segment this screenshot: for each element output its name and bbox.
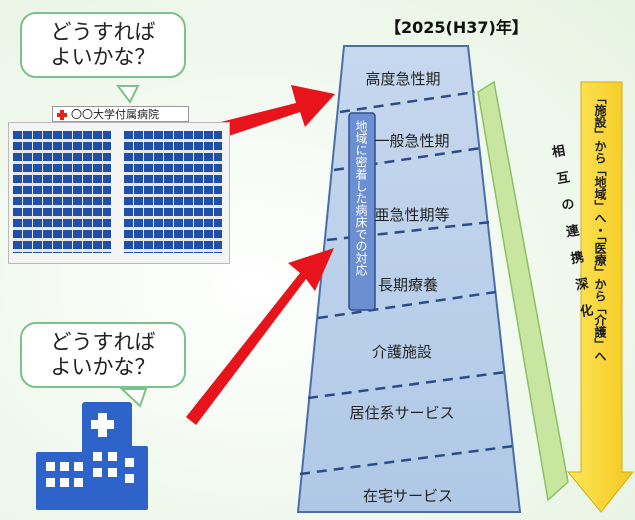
layer-label: 長期療養: [377, 276, 438, 294]
cooperation-band: [477, 80, 569, 502]
bubble-top-line2: よいかな？: [50, 45, 156, 69]
layer-label: 亜急性期等: [374, 206, 450, 224]
shift-text: 「施設」から「地域」へ・「医療」から「介護」へ: [593, 92, 607, 362]
layer-label: 在宅サービス: [362, 487, 453, 505]
layer-label: 居住系サービス: [349, 404, 455, 422]
layer-label: 介護施設: [371, 343, 432, 361]
bubble-top-line1: どうすれば: [50, 20, 156, 44]
clinic-icon: [36, 402, 148, 510]
university-hospital-building: [8, 122, 230, 264]
building-windows-right: [124, 131, 222, 253]
bubble-bottom-line1: どうすれば: [50, 330, 156, 354]
regional-beds-text: 地域に密着した病床での対応: [354, 120, 368, 276]
bubble-tail-top: [116, 85, 140, 104]
red-arrow-lower: [186, 248, 334, 425]
question-bubble-top: どうすれば よいかな？: [20, 12, 186, 78]
layer-label: 高度急性期: [365, 70, 441, 88]
red-cross-icon: [57, 110, 67, 120]
bubble-tail-bottom: [119, 388, 148, 408]
layer-label: 一般急性期: [374, 132, 450, 150]
building-windows-left: [13, 131, 111, 253]
year-title: 【2025(H37)年】: [385, 18, 528, 37]
bubble-bottom-line2: よいかな？: [50, 355, 156, 379]
shift-arrow: [566, 81, 635, 513]
regional-beds-bar: [348, 112, 376, 311]
hospital-sign: 〇〇大学付属病院: [52, 106, 189, 122]
question-bubble-bottom: どうすれば よいかな？: [20, 322, 186, 388]
hospital-name: 〇〇大学付属病院: [71, 108, 159, 121]
